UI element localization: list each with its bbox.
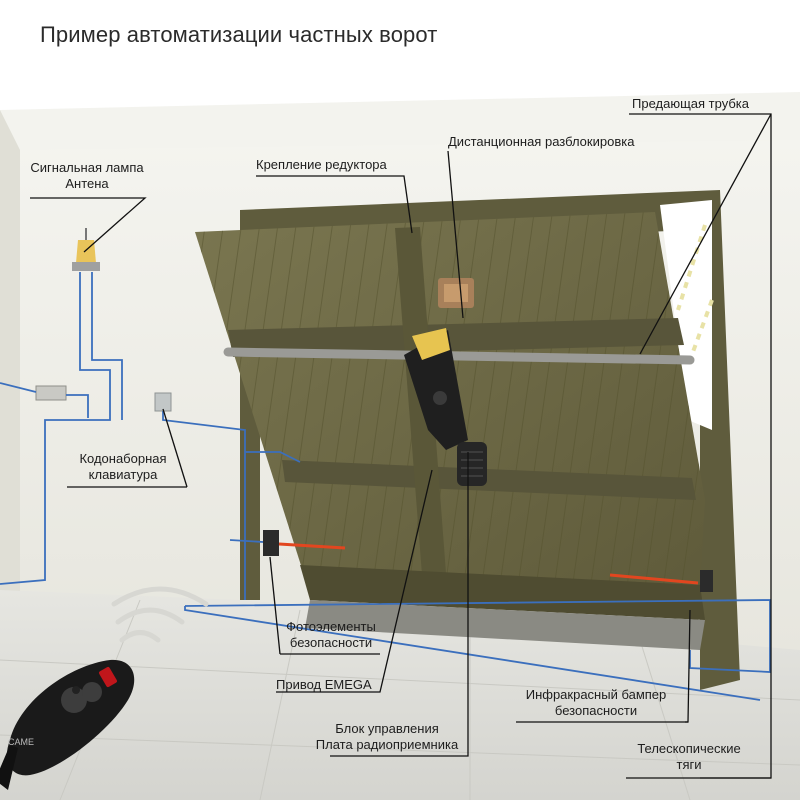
transmission-tube [223, 347, 695, 365]
label-photocells: Фотоэлементы безопасности [280, 619, 382, 651]
label-telescopic-line2: тяги [676, 757, 702, 772]
label-control-unit-line2: Плата радиоприемника [315, 737, 459, 752]
label-ir-bumper-line2: безопасности [554, 703, 638, 718]
leader-lines [30, 113, 772, 779]
photocell-left [263, 530, 279, 556]
label-remote-unlock: Дистанционная разблокировка [448, 134, 635, 149]
label-keypad-line1: Кодонаборная [79, 451, 167, 466]
label-signal-lamp-line1: Сигнальная лампа [30, 160, 144, 175]
drive-unit [404, 330, 468, 450]
gate-vertical-beam [395, 227, 448, 600]
label-photocells-line1: Фотоэлементы [286, 619, 376, 634]
remote-brand-text: CAME [8, 737, 34, 747]
gate-beams [228, 318, 696, 500]
ir-bumper-beam [609, 573, 699, 585]
wiring [0, 272, 771, 701]
label-photocells-line2: безопасности [289, 635, 373, 650]
label-keypad: Кодонаборная клавиатура [60, 451, 186, 483]
label-telescopic-line1: Телескопические [637, 741, 741, 756]
label-ir-bumper-line1: Инфракрасный бампер [525, 687, 667, 702]
remote-control: CAME [0, 659, 135, 790]
photocell-right [700, 570, 713, 592]
label-control-unit-line1: Блок управления [335, 721, 439, 736]
label-keypad-line2: клавиатура [88, 467, 158, 482]
floor-tiles [0, 599, 800, 800]
label-signal-lamp: Сигнальная лампа Антена [22, 160, 152, 192]
control-unit [457, 442, 487, 486]
label-ir-bumper: Инфракрасный бампер безопасности [508, 687, 684, 719]
page-title: Пример автоматизации частных ворот [40, 22, 438, 47]
drive-yellow-cap [412, 328, 450, 360]
label-control-unit: Блок управления Плата радиоприемника [300, 721, 474, 753]
gate-bottom-sill [300, 565, 705, 620]
telescopic-arms [676, 224, 714, 361]
radio-waves [111, 586, 209, 643]
ceiling [0, 92, 800, 155]
label-antenna-line2: Антена [65, 176, 109, 191]
switch-panel [35, 385, 67, 401]
photocell-beam [278, 542, 346, 550]
label-reducer-mount: Крепление редуктора [256, 157, 387, 172]
label-telescopic: Телескопические тяги [624, 741, 754, 773]
gate-opening [660, 200, 712, 430]
side-wall [0, 110, 20, 610]
gate-threshold [305, 600, 705, 650]
keypad-box [154, 392, 172, 412]
label-transmission-tube: Предающая трубка [632, 96, 749, 111]
label-drive: Привод EMEGA [276, 677, 372, 692]
